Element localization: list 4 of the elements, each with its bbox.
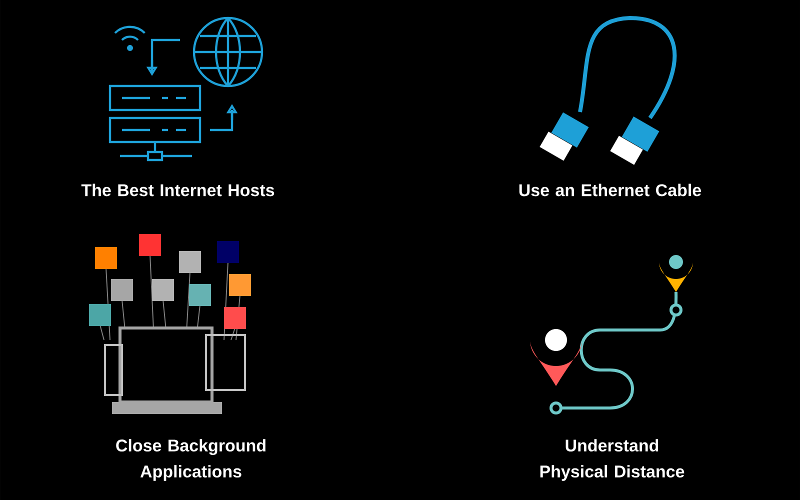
caption: Use an Ethernet Cable [519, 184, 702, 196]
caption: Close Background Applications [116, 439, 266, 481]
caption: Understand Physical Distance [540, 439, 684, 481]
caption: The Best Internet Hosts [81, 184, 274, 196]
